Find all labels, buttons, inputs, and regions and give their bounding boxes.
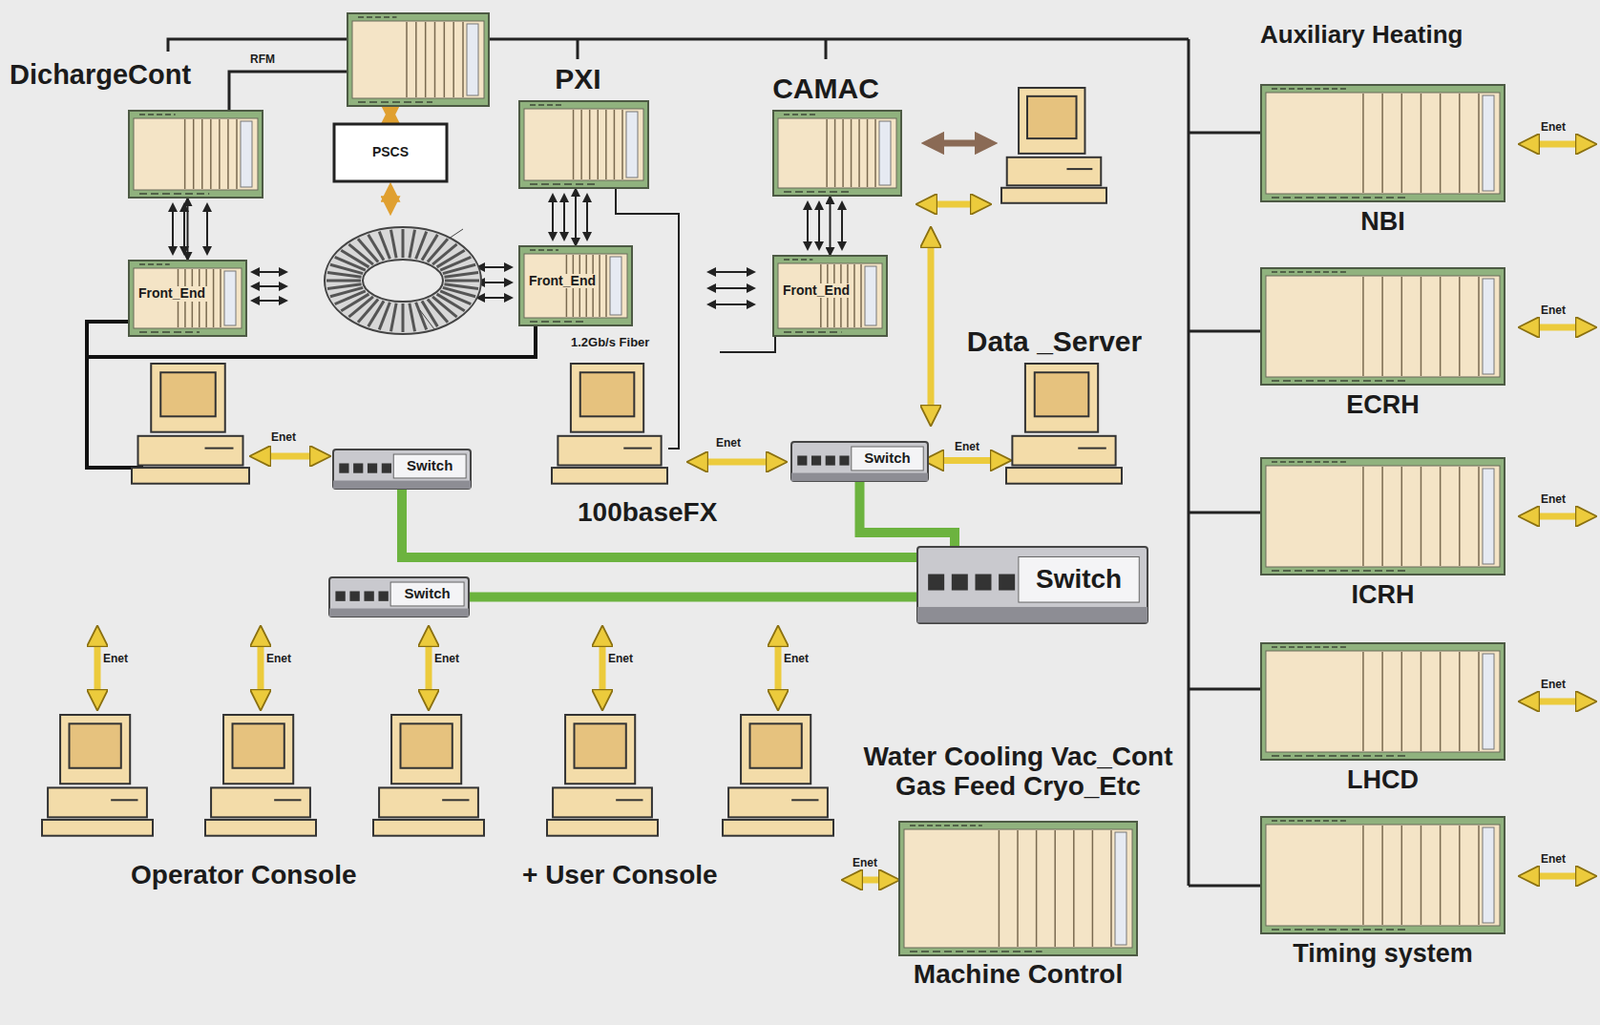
node-label: PSCS <box>372 145 409 160</box>
node-label: Front_End <box>780 283 852 298</box>
rack-crate-shape <box>898 821 1138 957</box>
computer-icon <box>373 715 485 837</box>
link-label: Enet <box>1540 304 1566 317</box>
rack-crate <box>347 13 489 106</box>
tokamak-torus <box>324 227 482 335</box>
signal-arrow <box>551 194 554 240</box>
rack-crate: NBI <box>1260 84 1506 203</box>
network-switch: Switch <box>328 576 470 618</box>
link-label: Enet <box>852 857 878 870</box>
section-label: Operator Console <box>130 861 357 891</box>
node-heading: PXI <box>554 63 601 95</box>
rack-crate: DichargeCont <box>127 109 264 199</box>
signal-arrow <box>818 202 821 250</box>
node-heading: ECRH <box>1346 391 1420 421</box>
section-label: 100baseFX <box>577 498 717 528</box>
computer-icon <box>205 715 316 837</box>
rack-crate-shape <box>1260 816 1506 935</box>
rack-crate-shape <box>1260 84 1506 203</box>
front-end-crate: Front_End <box>127 259 248 337</box>
signal-arrow <box>171 204 174 254</box>
link-label: Enet <box>952 441 982 454</box>
signal-arrow <box>841 202 843 250</box>
node-heading: Data _Server <box>967 325 1142 358</box>
rack-crate-shape <box>1260 642 1506 761</box>
node-heading: ICRH <box>1351 581 1415 611</box>
link-label: Enet <box>434 652 460 666</box>
signal-link <box>829 196 832 255</box>
fiber-link <box>469 592 917 603</box>
rack-crate: ICRH <box>1260 457 1506 576</box>
node-heading: CAMAC <box>772 72 880 105</box>
section-label: + User Console <box>522 861 718 891</box>
link-label: Enet <box>103 652 128 666</box>
node-label: Front_End <box>526 273 598 289</box>
link-label: Enet <box>1540 121 1566 134</box>
signal-arrow <box>806 202 809 250</box>
rack-crate: LHCD <box>1260 642 1506 761</box>
computer-icon <box>551 363 668 485</box>
node-heading: DichargeCont <box>9 60 191 91</box>
fiber-link <box>401 489 917 558</box>
node-heading: Timing system <box>1292 940 1474 969</box>
server-computer-shape <box>1005 362 1123 485</box>
rack-crate: PXI <box>518 100 650 190</box>
computer-icon <box>1001 87 1107 204</box>
signal-arrow <box>586 194 589 240</box>
link-label: Enet <box>783 652 809 666</box>
link-label: 1.2Gb/s Fiber <box>570 336 650 350</box>
node-heading: Machine Control <box>913 960 1123 990</box>
rack-crate: ECRH <box>1260 267 1506 386</box>
signal-arrow <box>206 204 209 254</box>
link-label: RFM <box>250 53 275 66</box>
signal-arrow <box>183 204 186 254</box>
link-label: Enet <box>266 652 292 666</box>
section-label: Auxiliary Heating <box>1260 21 1463 49</box>
link-label: Enet <box>1540 678 1566 692</box>
node-heading: NBI <box>1360 208 1406 237</box>
node-heading: LHCD <box>1347 766 1419 796</box>
network-switch: Switch <box>916 546 1149 625</box>
rack-crate: Timing system <box>1260 816 1506 935</box>
computer-icon <box>547 715 658 837</box>
signal-link <box>187 198 190 260</box>
node-label: Switch <box>863 450 910 467</box>
link-label: Enet <box>715 437 741 450</box>
rack-crate-shape <box>1260 267 1506 386</box>
rack-crate-shape <box>518 100 650 190</box>
front-end-crate: Front_End <box>772 254 888 337</box>
link-label: Enet <box>1540 493 1566 506</box>
rack-crate: Water Cooling Vac_Cont Gas Feed Cryo_Etc… <box>898 821 1138 957</box>
process-box: PSCS <box>332 122 449 184</box>
rack-crate: CAMAC <box>772 109 903 197</box>
signal-arrow <box>563 194 566 240</box>
rack-crate-shape <box>1260 457 1506 576</box>
rack-crate-shape <box>127 109 264 199</box>
node-label: Switch <box>1035 565 1122 595</box>
computer-icon <box>131 363 250 485</box>
signal-link <box>574 189 577 246</box>
link-label: Enet <box>271 431 296 444</box>
link-label: Enet <box>608 652 633 666</box>
node-label: Switch <box>406 458 453 475</box>
network-switch: Switch <box>332 448 472 490</box>
node-heading: Water Cooling Vac_Cont Gas Feed Cryo_Etc <box>861 742 1177 802</box>
computer-icon <box>722 715 834 837</box>
rack-crate-shape <box>772 109 903 197</box>
fiber-link <box>860 482 956 547</box>
network-switch: Switch <box>790 441 929 483</box>
front-end-crate: Front_End <box>518 245 633 327</box>
computer-icon <box>42 715 153 837</box>
link-label: Enet <box>1540 853 1566 866</box>
ethernet-link <box>928 457 1006 464</box>
node-label: Front_End <box>136 286 208 301</box>
node-label: Switch <box>403 586 450 603</box>
server-computer: Data _Server <box>1005 362 1123 485</box>
